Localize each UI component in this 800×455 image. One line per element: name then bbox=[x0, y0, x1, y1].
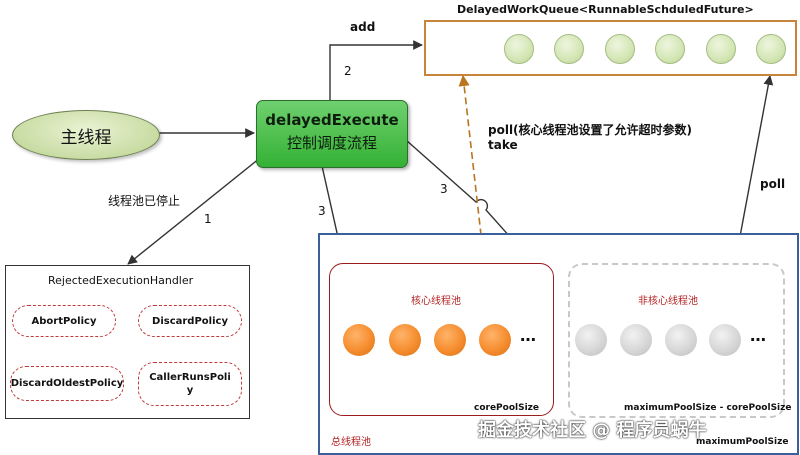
core-pool-size-label: corePoolSize bbox=[474, 403, 540, 413]
policy-abort: AbortPolicy bbox=[12, 305, 116, 337]
delayed-work-queue bbox=[424, 20, 797, 76]
policy-caller-runs: CallerRunsPoli y bbox=[138, 362, 242, 406]
take-label: take bbox=[488, 138, 518, 152]
poll-core-label: poll(核心线程池设置了允许超时参数) bbox=[488, 123, 693, 137]
noncore-thread bbox=[665, 324, 697, 356]
watermark: 掘金技术社区 @ 程序员蜗牛 bbox=[478, 420, 707, 441]
core-thread bbox=[434, 324, 466, 356]
main-thread-label: 主线程 bbox=[60, 127, 112, 148]
step-3-right-label: 3 bbox=[440, 182, 448, 196]
pool-stopped-label: 线程池已停止 bbox=[108, 194, 181, 208]
noncore-thread-pool bbox=[568, 263, 785, 418]
main-thread-node: 主线程 bbox=[12, 110, 160, 160]
core-pool-label: 核心线程池 bbox=[411, 296, 461, 307]
queue-task bbox=[756, 34, 786, 64]
queue-task bbox=[655, 34, 685, 64]
noncore-thread bbox=[709, 324, 741, 356]
queue-title: DelayedWorkQueue<RunnableSchduledFuture> bbox=[457, 3, 754, 16]
core-thread-pool bbox=[329, 263, 554, 416]
step-2-label: 2 bbox=[344, 64, 352, 78]
noncore-ellipsis: … bbox=[750, 326, 767, 345]
noncore-thread bbox=[620, 324, 652, 356]
queue-task bbox=[554, 34, 584, 64]
step-1-label: 1 bbox=[204, 212, 212, 226]
delayed-execute-subtitle: 控制调度流程 bbox=[286, 134, 377, 152]
core-thread bbox=[389, 324, 421, 356]
arrow-add-to-queue bbox=[329, 40, 423, 100]
noncore-pool-size-label: maximumPoolSize - corePoolSize bbox=[624, 403, 792, 413]
step-3-left-label: 3 bbox=[318, 204, 326, 218]
queue-task bbox=[605, 34, 635, 64]
policy-discard: DiscardPolicy bbox=[138, 305, 242, 337]
core-thread bbox=[343, 324, 375, 356]
poll-label: poll bbox=[760, 177, 786, 191]
core-ellipsis: … bbox=[520, 326, 537, 345]
rejected-handler-title: RejectedExecutionHandler bbox=[48, 274, 194, 287]
core-thread bbox=[479, 324, 511, 356]
arrow-to-rejected bbox=[127, 157, 261, 265]
total-pool-label: 总线程池 bbox=[331, 437, 371, 448]
arrow-core-poll-dashed bbox=[458, 74, 492, 324]
max-pool-size-label: maximumPoolSize bbox=[696, 437, 789, 447]
add-label: add bbox=[350, 20, 376, 34]
delayed-execute-title: delayedExecute bbox=[265, 111, 399, 129]
noncore-pool-label: 非核心线程池 bbox=[638, 296, 698, 307]
queue-task bbox=[504, 34, 534, 64]
queue-task bbox=[706, 34, 736, 64]
delayed-execute-node: delayedExecute 控制调度流程 bbox=[256, 100, 408, 168]
noncore-thread bbox=[575, 324, 607, 356]
policy-discard-oldest: DiscardOldestPolicy bbox=[10, 366, 124, 401]
